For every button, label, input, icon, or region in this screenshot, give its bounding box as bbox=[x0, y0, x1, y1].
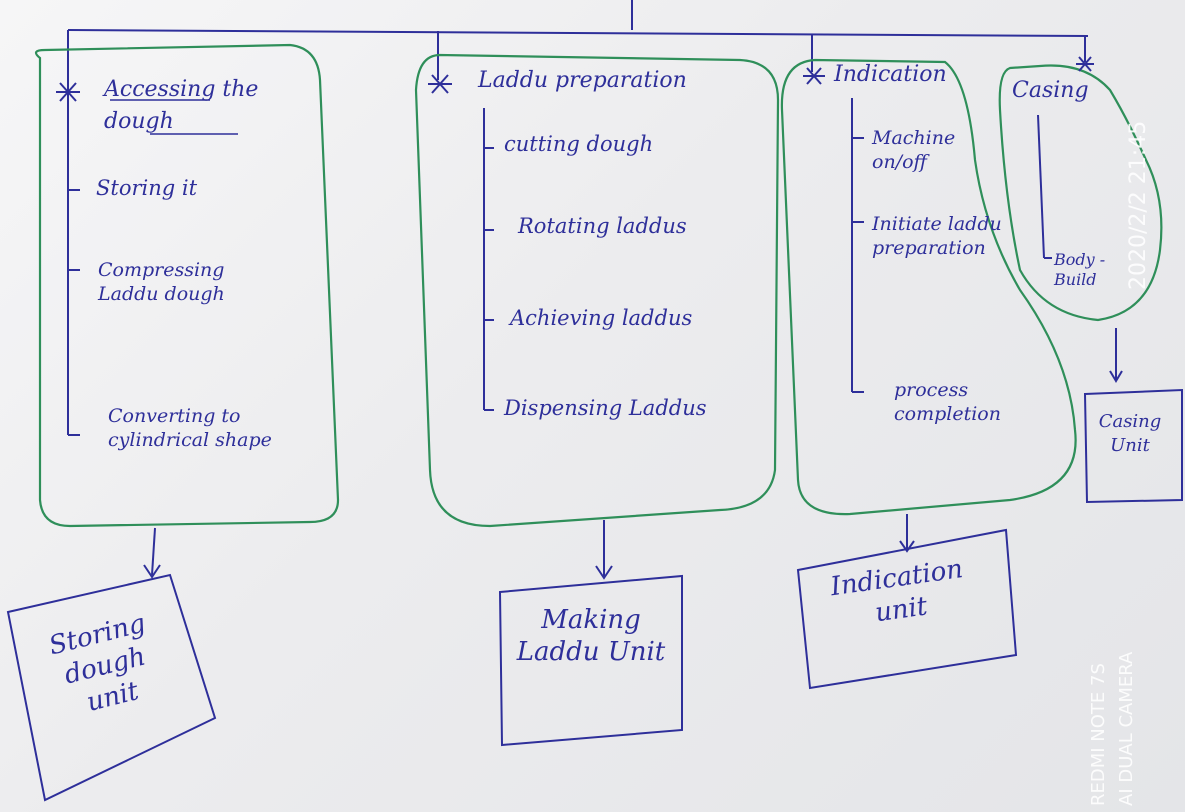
group-item: Machine on/off bbox=[872, 127, 956, 173]
group-item: process completion bbox=[894, 379, 1001, 425]
arrow-down-icons bbox=[143, 328, 1123, 580]
group-outline-indication bbox=[780, 58, 1077, 516]
asterisk-icon bbox=[803, 67, 825, 85]
group-title-accessing: Accessing the dough bbox=[104, 77, 259, 134]
unit-box-making bbox=[498, 574, 683, 747]
asterisk-icon bbox=[56, 82, 80, 102]
group-item: Converting to cylindrical shape bbox=[108, 405, 272, 451]
arrow-down-icon bbox=[899, 514, 915, 553]
group-item: Body -Build bbox=[1054, 250, 1106, 289]
arrow-down-icon bbox=[595, 520, 613, 580]
asterisk-icons bbox=[56, 56, 1094, 102]
unit-boxes bbox=[6, 388, 1183, 802]
device-watermark-line1: REDMI NOTE 7S bbox=[1088, 663, 1109, 806]
unit-box-casing bbox=[1083, 388, 1183, 504]
connector-lines bbox=[67, 0, 1089, 92]
arrow-down-icon bbox=[143, 527, 161, 579]
timestamp-watermark: 2020/2/2 21:45 bbox=[1126, 120, 1151, 290]
unit-box-indication bbox=[796, 528, 1018, 690]
tree-branches bbox=[67, 92, 1052, 436]
group-outlines bbox=[34, 43, 1163, 528]
group-item: Storing it bbox=[96, 176, 198, 200]
group-item: cutting dough bbox=[504, 132, 654, 156]
unit-box-storing bbox=[6, 573, 217, 802]
group-title-indication: Indication bbox=[834, 62, 947, 87]
group-item: Dispensing Laddus bbox=[504, 396, 707, 420]
device-watermark-line2: AI DUAL CAMERA bbox=[1116, 651, 1137, 806]
group-title-casing: Casing bbox=[1012, 78, 1089, 103]
group-item: Achieving laddus bbox=[510, 306, 693, 330]
heading-underline bbox=[110, 99, 238, 135]
group-title-laddu: Laddu preparation bbox=[478, 68, 687, 93]
group-item: Compressing Laddu dough bbox=[98, 259, 225, 305]
group-outline-laddu bbox=[414, 53, 780, 528]
group-item: Rotating laddus bbox=[518, 214, 687, 238]
group-outline-casing bbox=[998, 64, 1163, 322]
group-outline-accessing bbox=[34, 43, 340, 528]
group-item: Initiate laddu preparation bbox=[872, 213, 1002, 259]
asterisk-icon bbox=[1076, 56, 1094, 72]
asterisk-icon bbox=[428, 74, 452, 94]
unit-label-making: Making Laddu Unit bbox=[516, 605, 666, 667]
arrow-down-icon bbox=[1109, 328, 1123, 383]
unit-label-casing: Casing Unit bbox=[1098, 411, 1162, 456]
